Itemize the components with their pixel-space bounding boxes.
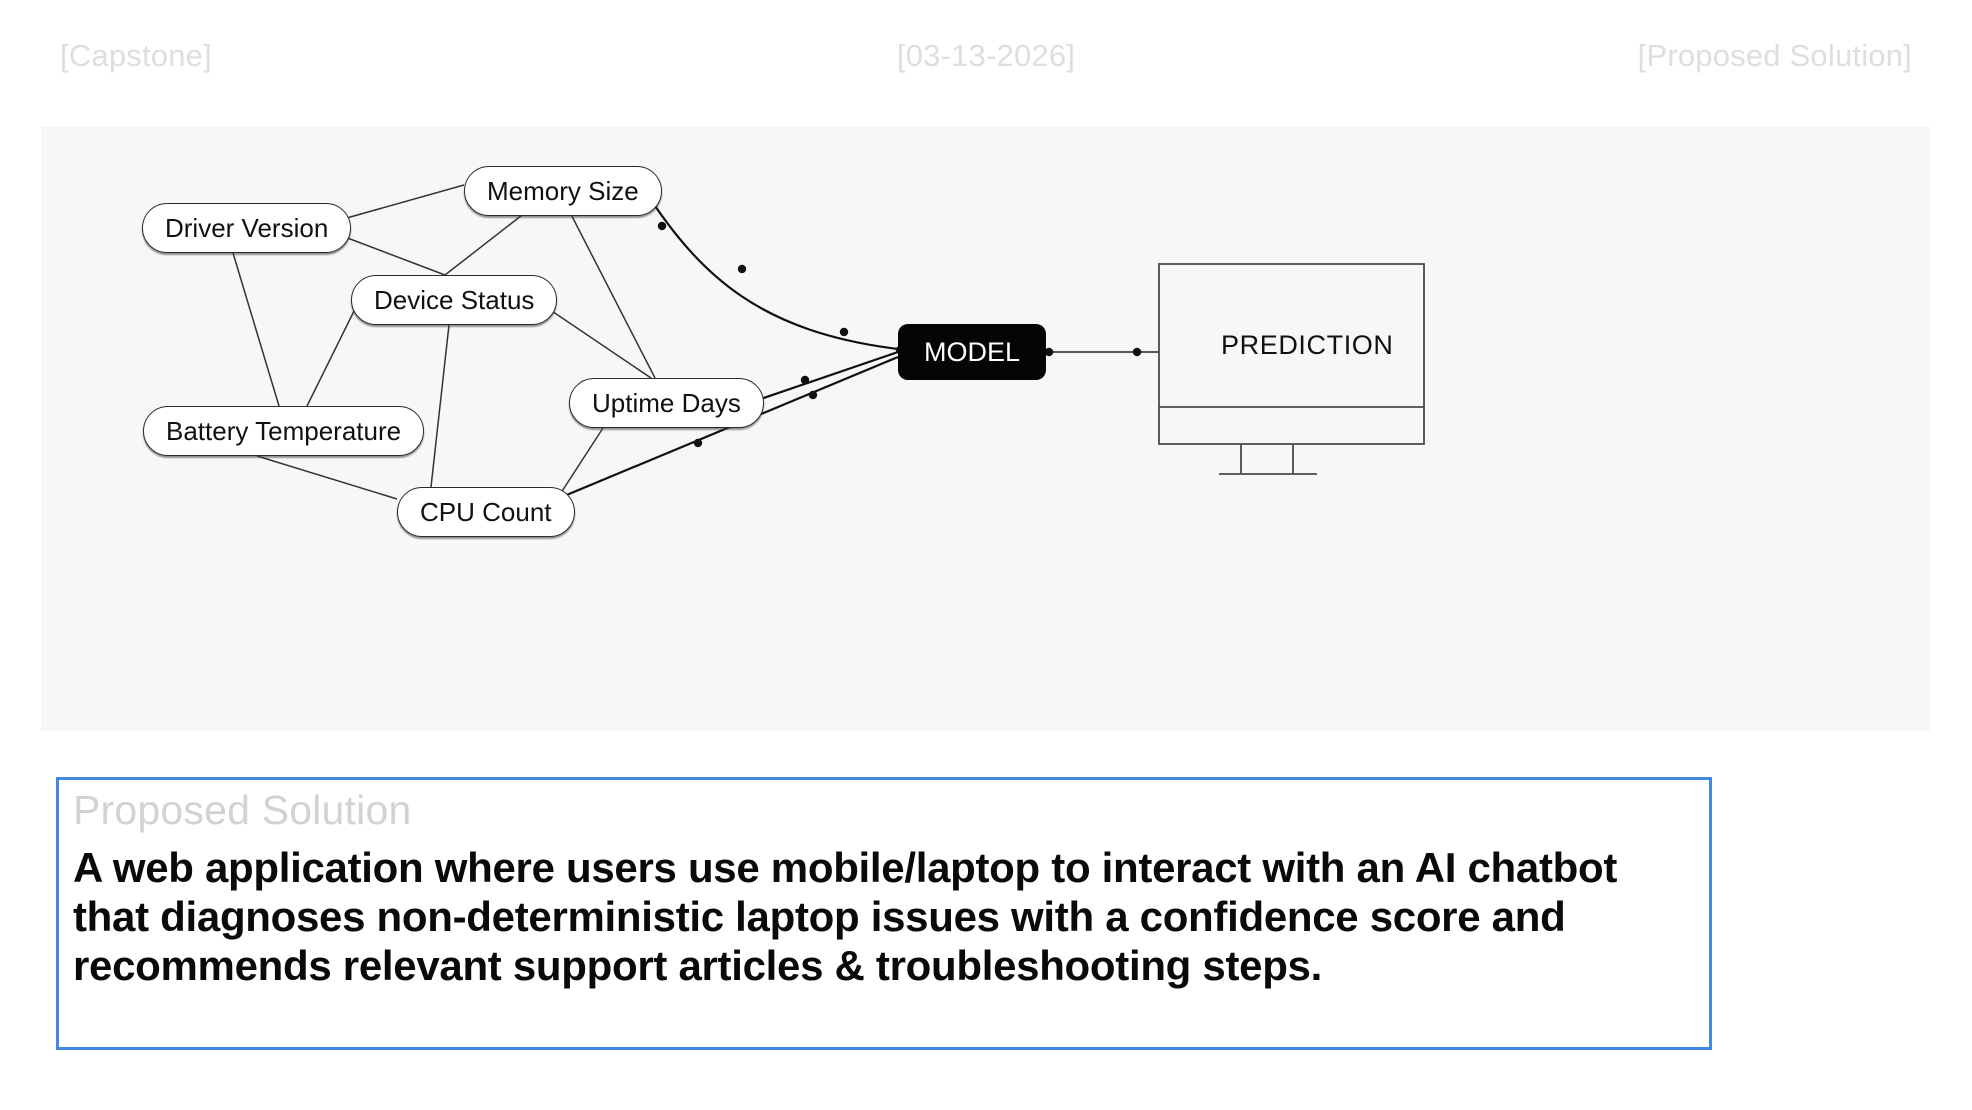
edge-dot bbox=[1044, 347, 1054, 357]
edge-memory-size-uptime-days bbox=[558, 190, 656, 379]
prediction-monitor-icon bbox=[1158, 263, 1425, 475]
edge-group-to-model bbox=[556, 190, 899, 501]
edge-device-status-uptime-days bbox=[536, 300, 652, 379]
node-driver-version[interactable]: Driver Version bbox=[142, 203, 352, 253]
node-uptime-days[interactable]: Uptime Days bbox=[569, 378, 764, 428]
edge-dot bbox=[693, 438, 703, 448]
edge-battery-temperature-cpu-count bbox=[256, 455, 398, 500]
edge-dot bbox=[737, 264, 747, 274]
header-right-tag: [Proposed Solution] bbox=[1637, 38, 1912, 73]
node-battery-temperature[interactable]: Battery Temperature bbox=[143, 406, 425, 456]
edge-cpu-count-model bbox=[556, 355, 899, 501]
edge-dot bbox=[800, 375, 810, 385]
edge-uptime-days-model bbox=[748, 350, 899, 405]
header-left-tag: [Capstone] bbox=[60, 38, 212, 73]
header-date-tag: [03-13-2026] bbox=[896, 38, 1076, 73]
diagram-canvas: Memory Size Driver Version Device Status… bbox=[41, 127, 1930, 731]
monitor-screen-outline bbox=[1158, 263, 1425, 445]
edge-driver-version-memory-size bbox=[328, 184, 465, 224]
edge-memory-size-model bbox=[644, 190, 899, 351]
edge-device-status-battery-temperature bbox=[306, 300, 360, 407]
edge-device-status-cpu-count bbox=[430, 324, 450, 488]
node-model[interactable]: MODEL bbox=[898, 324, 1047, 380]
node-memory-size[interactable]: Memory Size bbox=[464, 166, 662, 216]
edge-driver-version-battery-temperature bbox=[232, 252, 280, 407]
slide-header: [Capstone] [03-13-2026] [Proposed Soluti… bbox=[0, 38, 1972, 74]
edge-dot bbox=[1132, 347, 1142, 357]
edge-dot bbox=[657, 221, 667, 231]
node-device-status[interactable]: Device Status bbox=[351, 275, 558, 325]
proposed-solution-label: Proposed Solution bbox=[73, 787, 412, 833]
edge-group-model-prediction bbox=[1029, 347, 1159, 357]
edge-uptime-days-cpu-count bbox=[556, 427, 604, 500]
edge-dot-group bbox=[657, 221, 905, 448]
edge-dot bbox=[808, 390, 818, 400]
node-prediction-label: PREDICTION bbox=[1221, 330, 1394, 360]
proposed-solution-body: A web application where users use mobile… bbox=[73, 844, 1618, 989]
node-cpu-count[interactable]: CPU Count bbox=[397, 487, 575, 537]
proposed-solution-box[interactable]: Proposed Solution A web application wher… bbox=[56, 777, 1712, 1050]
edge-dot bbox=[839, 327, 849, 337]
diagram-edges-svg bbox=[232, 184, 1425, 501]
